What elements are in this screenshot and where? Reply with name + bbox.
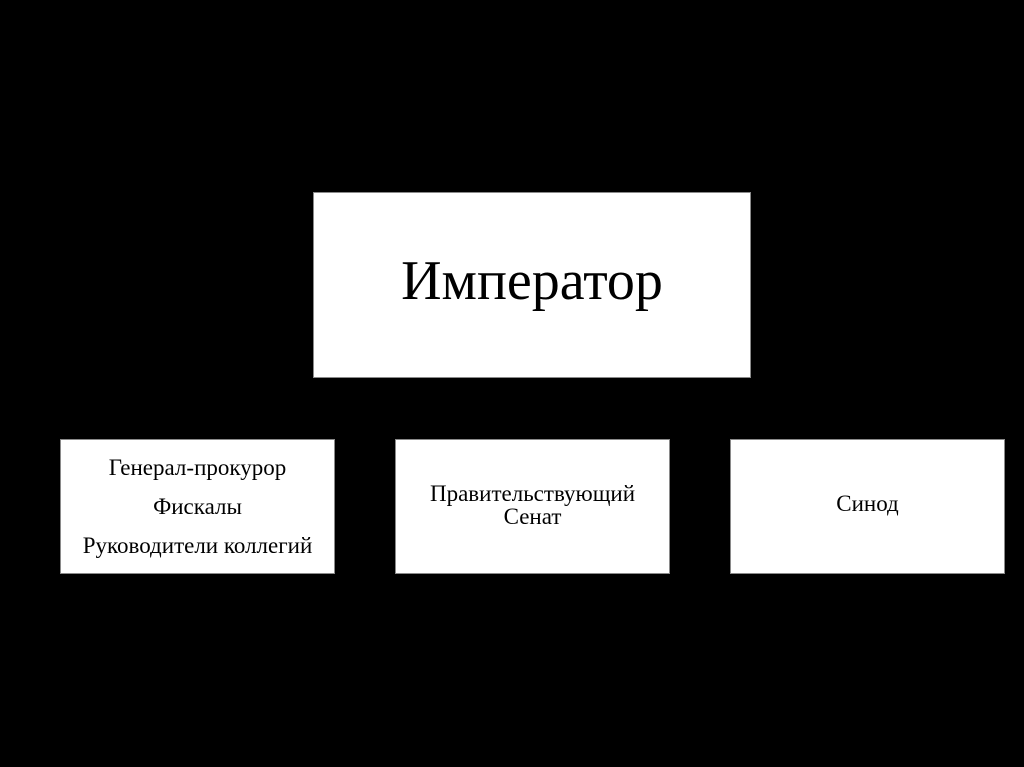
prosecutor-general-box: Генерал-прокурор Фискалы Руководители ко… xyxy=(60,439,335,574)
emperor-label: Император xyxy=(401,250,663,312)
senate-line-2: Сенат xyxy=(503,503,562,529)
collegium-heads-label: Руководители коллегий xyxy=(82,533,313,558)
emperor-box: Император xyxy=(313,192,751,378)
prosecutor-general-label: Генерал-прокурор xyxy=(108,455,287,480)
governing-senate-box: Правительствующий Сенат xyxy=(395,439,670,574)
synod-box: Синод xyxy=(730,439,1005,574)
fiscals-label: Фискалы xyxy=(153,494,242,519)
senate-line-1: Правительствующий xyxy=(429,480,636,506)
synod-label: Синод xyxy=(836,490,899,516)
